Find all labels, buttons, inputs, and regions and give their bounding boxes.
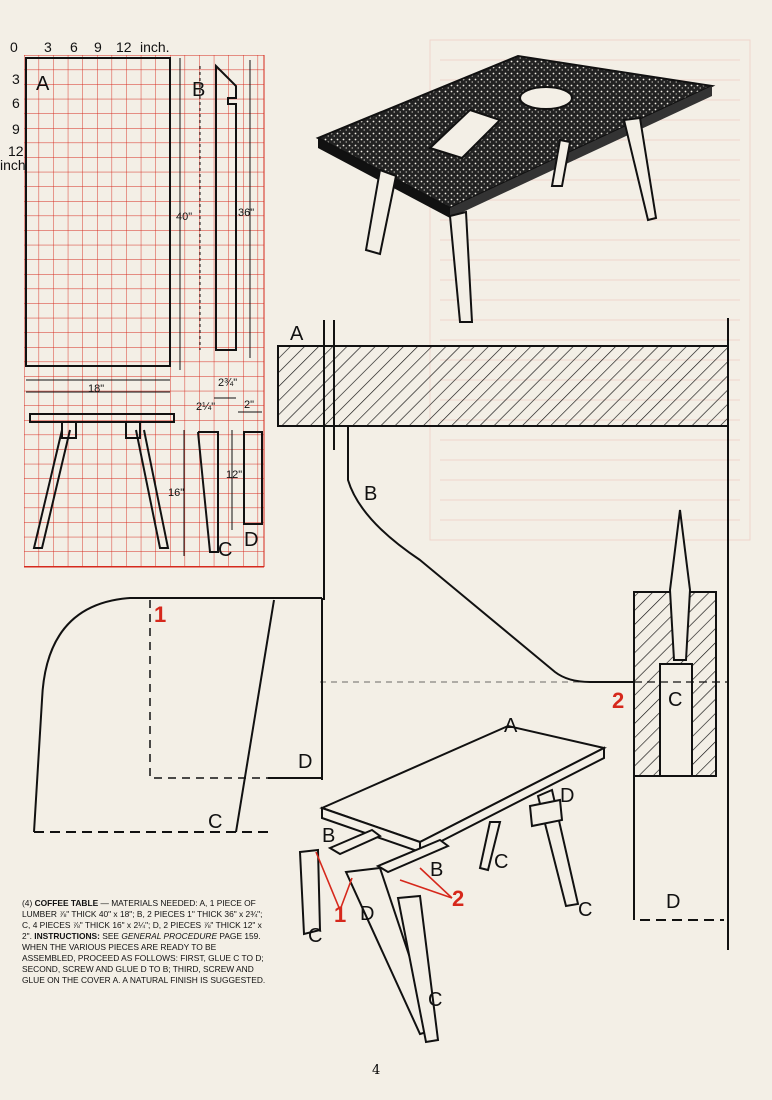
item-title: COFFEE TABLE	[34, 898, 99, 908]
item-number: (4)	[22, 898, 33, 908]
callout-2-assembly: 2	[452, 886, 465, 911]
dim-40: 40"	[176, 211, 193, 223]
label-b-assembly-left: B	[322, 825, 336, 847]
section-detail	[277, 318, 729, 950]
page-number: 4	[372, 1063, 381, 1078]
front-elevation	[29, 413, 175, 549]
instructions-heading: INSTRUCTIONS:	[34, 931, 100, 941]
scale-tick-6: 6	[70, 39, 78, 55]
label-d-assembly-front: D	[360, 903, 375, 925]
label-c-section: C	[668, 689, 683, 711]
piece-c-d-side	[183, 430, 263, 556]
label-a-section: A	[290, 323, 304, 345]
label-c-side: C	[218, 539, 233, 561]
dim-18: 18"	[88, 383, 105, 395]
scale-grid	[24, 55, 264, 567]
dim-2-1-4: 2¼"	[196, 401, 216, 413]
side-tick-9: 9	[12, 121, 20, 137]
dim-2-3-4: 2¾"	[218, 377, 238, 389]
label-b-assembly-right: B	[430, 859, 444, 881]
scale-tick-9: 9	[94, 39, 102, 55]
leg-profile	[33, 597, 323, 833]
scale-tick-0: 0	[10, 39, 18, 55]
procedure-reference: GENERAL PROCEDURE	[121, 931, 218, 941]
materials-list: — MATERIALS NEEDED: A, 1 PIECE OF LUMBER…	[22, 898, 263, 941]
scale-tick-3: 3	[44, 39, 52, 55]
scale-unit: inch.	[140, 39, 170, 55]
side-unit: inch	[0, 157, 26, 173]
label-a-plan: A	[36, 73, 50, 95]
label-b-section: B	[364, 483, 378, 505]
exploded-assembly	[298, 724, 607, 1044]
label-d-profile: D	[298, 751, 313, 773]
dim-2: 2"	[244, 399, 255, 411]
dim-36: 36"	[238, 207, 255, 219]
side-tick-12: 12	[8, 143, 24, 159]
scale-tick-12: 12	[116, 39, 132, 55]
label-d-section: D	[666, 891, 681, 913]
label-b-plan: B	[192, 79, 206, 101]
table-perspective	[315, 54, 716, 323]
dim-12: 12"	[226, 469, 243, 481]
instructions-text: (4) COFFEE TABLE — MATERIALS NEEDED: A, …	[22, 898, 266, 986]
side-tick-3: 3	[12, 71, 20, 87]
dim-16: 16"	[168, 487, 185, 499]
piece-a-plan	[25, 57, 181, 381]
assembly-arrows	[315, 851, 453, 911]
label-c-assembly-back: C	[494, 851, 509, 873]
side-tick-6: 6	[12, 95, 20, 111]
label-c-assembly-front: C	[428, 989, 443, 1011]
callout-2-section: 2	[612, 688, 625, 713]
callout-1-assembly: 1	[334, 902, 347, 927]
label-c-assembly-right: C	[578, 899, 593, 921]
instructions-body: PAGE 159. WHEN THE VARIOUS PIECES ARE RE…	[22, 931, 266, 985]
label-d-side: D	[244, 529, 259, 551]
piece-b-plan	[199, 60, 251, 358]
label-a-assembly: A	[504, 715, 518, 737]
label-d-assembly: D	[560, 785, 575, 807]
see-word: SEE	[102, 931, 119, 941]
callout-1-profile: 1	[154, 602, 167, 627]
label-c-profile: C	[208, 811, 223, 833]
label-c-assembly-left: C	[308, 925, 323, 947]
